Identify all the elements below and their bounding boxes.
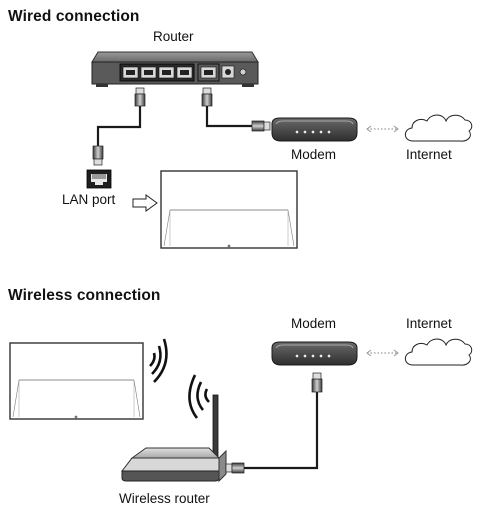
wired-heading: Wired connection xyxy=(8,8,140,25)
arrow-right-icon xyxy=(132,194,158,212)
wireless-modem-label: Modem xyxy=(291,316,337,331)
modem-icon xyxy=(271,117,358,142)
wireless-router-icon xyxy=(120,394,227,483)
ethernet-plug-icon xyxy=(134,87,146,107)
ethernet-cable xyxy=(244,392,319,470)
wifi-waves-icon xyxy=(149,338,168,383)
internet-label: Internet xyxy=(406,147,452,162)
router-icon xyxy=(91,51,259,87)
ethernet-plug-icon xyxy=(225,462,245,474)
cloud-icon xyxy=(404,338,473,366)
wifi-waves-icon xyxy=(188,374,210,419)
router-label: Router xyxy=(153,29,194,44)
ethernet-plug-icon xyxy=(311,372,323,393)
ethernet-plug-icon xyxy=(251,120,271,132)
cloud-icon xyxy=(404,114,473,142)
modem-icon xyxy=(271,341,358,366)
lan-port-icon xyxy=(86,169,112,189)
tv-icon xyxy=(9,342,144,420)
wireless-link-dotted xyxy=(366,349,399,357)
wireless-internet-label: Internet xyxy=(406,316,452,331)
ethernet-plug-icon xyxy=(201,87,213,107)
lan-port-label: LAN port xyxy=(62,192,116,207)
ethernet-cable xyxy=(96,106,142,146)
wireless-router-label: Wireless router xyxy=(119,491,210,506)
wireless-heading: Wireless connection xyxy=(8,287,161,304)
ethernet-plug-icon xyxy=(92,145,104,166)
tv-icon xyxy=(160,170,298,249)
modem-label: Modem xyxy=(291,147,337,162)
ethernet-cable xyxy=(205,106,252,128)
wireless-link-dotted xyxy=(366,125,399,133)
